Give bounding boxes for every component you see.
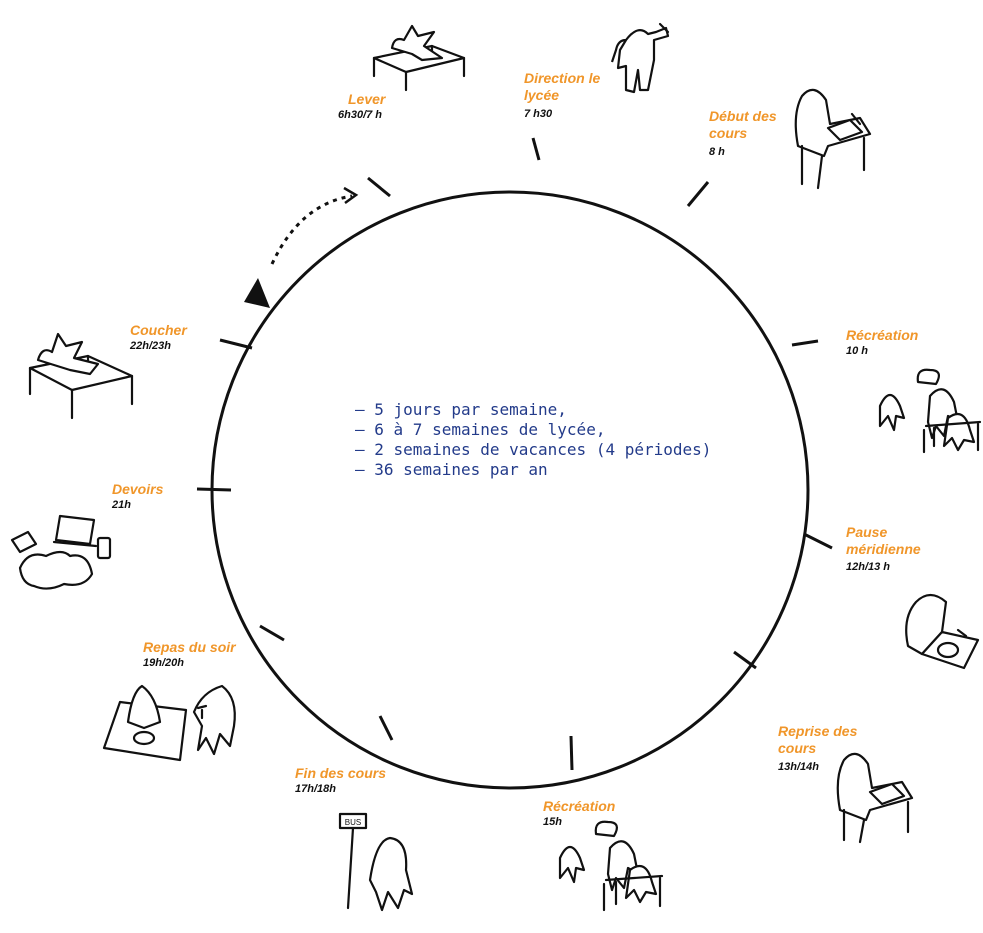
bus-stop-icon: BUS bbox=[338, 812, 414, 912]
dotted-arrow bbox=[270, 194, 353, 265]
student-at-desk-icon bbox=[794, 88, 872, 190]
tick-lever bbox=[367, 176, 391, 198]
note-line: – 2 semaines de vacances (4 périodes) bbox=[355, 440, 712, 459]
dotted-arrow-head-icon bbox=[343, 186, 359, 205]
svg-text:BUS: BUS bbox=[345, 818, 361, 827]
step-time-repas: 19h/20h bbox=[143, 657, 184, 669]
note-line: – 36 semaines par an bbox=[355, 460, 548, 479]
step-label-pause: Pause méridienne bbox=[846, 524, 921, 557]
tick-reprise bbox=[733, 650, 757, 670]
tick-fin bbox=[378, 715, 394, 741]
step-time-devoirs: 21h bbox=[112, 499, 131, 511]
step-label-lever: Lever bbox=[348, 91, 386, 107]
step-time-coucher: 22h/23h bbox=[130, 340, 171, 352]
step-label-coucher: Coucher bbox=[130, 322, 187, 338]
step-time-recre1: 10 h bbox=[846, 345, 869, 357]
lunch-plate-icon bbox=[905, 593, 980, 670]
step-time-reprise: 13h/14h bbox=[778, 761, 819, 773]
tick-marks bbox=[196, 137, 833, 771]
step-label-fin: Fin des cours bbox=[295, 765, 387, 781]
tick-pause bbox=[803, 532, 833, 550]
step-time-recre2: 15h bbox=[543, 816, 562, 828]
tick-recre2 bbox=[569, 735, 574, 771]
note-line: – 6 à 7 semaines de lycée, bbox=[355, 420, 606, 439]
tick-recre1 bbox=[791, 339, 819, 347]
step-label-repas: Repas du soir bbox=[143, 639, 236, 655]
step-label-devoirs: Devoirs bbox=[112, 481, 164, 497]
step-time-debut: 8 h bbox=[709, 146, 725, 158]
students-chatting-icon bbox=[878, 368, 982, 454]
dinner-table-icon bbox=[102, 684, 236, 762]
step-label-direction: Direction le lycée bbox=[524, 70, 601, 103]
person-walking-icon bbox=[610, 22, 670, 94]
bed-sleeping-figure-icon bbox=[28, 332, 134, 420]
students-chatting-icon bbox=[558, 820, 664, 912]
center-notes: – 5 jours par semaine, – 6 à 7 semaines … bbox=[355, 400, 715, 480]
tick-repas bbox=[259, 624, 285, 642]
step-time-lever: 6h30/7 h bbox=[338, 109, 383, 121]
tick-devoirs bbox=[196, 487, 232, 492]
step-time-pause: 12h/13 h bbox=[846, 561, 891, 573]
student-at-desk-icon bbox=[836, 752, 914, 844]
step-label-recre1: Récréation bbox=[846, 327, 919, 343]
step-label-debut: Début des cours bbox=[709, 108, 777, 141]
bed-sleeping-figure-icon bbox=[372, 24, 466, 92]
step-label-reprise: Reprise des cours bbox=[778, 723, 858, 756]
day-cycle-circle bbox=[210, 190, 810, 790]
homework-desk-icon bbox=[10, 514, 112, 590]
tick-coucher bbox=[219, 338, 253, 350]
step-time-direction: 7 h30 bbox=[524, 108, 553, 120]
step-time-fin: 17h/18h bbox=[295, 783, 336, 795]
arrow-head-icon bbox=[244, 278, 270, 308]
tick-direction bbox=[531, 137, 541, 161]
tick-debut bbox=[686, 181, 710, 207]
note-line: – 5 jours par semaine, bbox=[355, 400, 567, 419]
step-label-recre2: Récréation bbox=[543, 798, 616, 814]
